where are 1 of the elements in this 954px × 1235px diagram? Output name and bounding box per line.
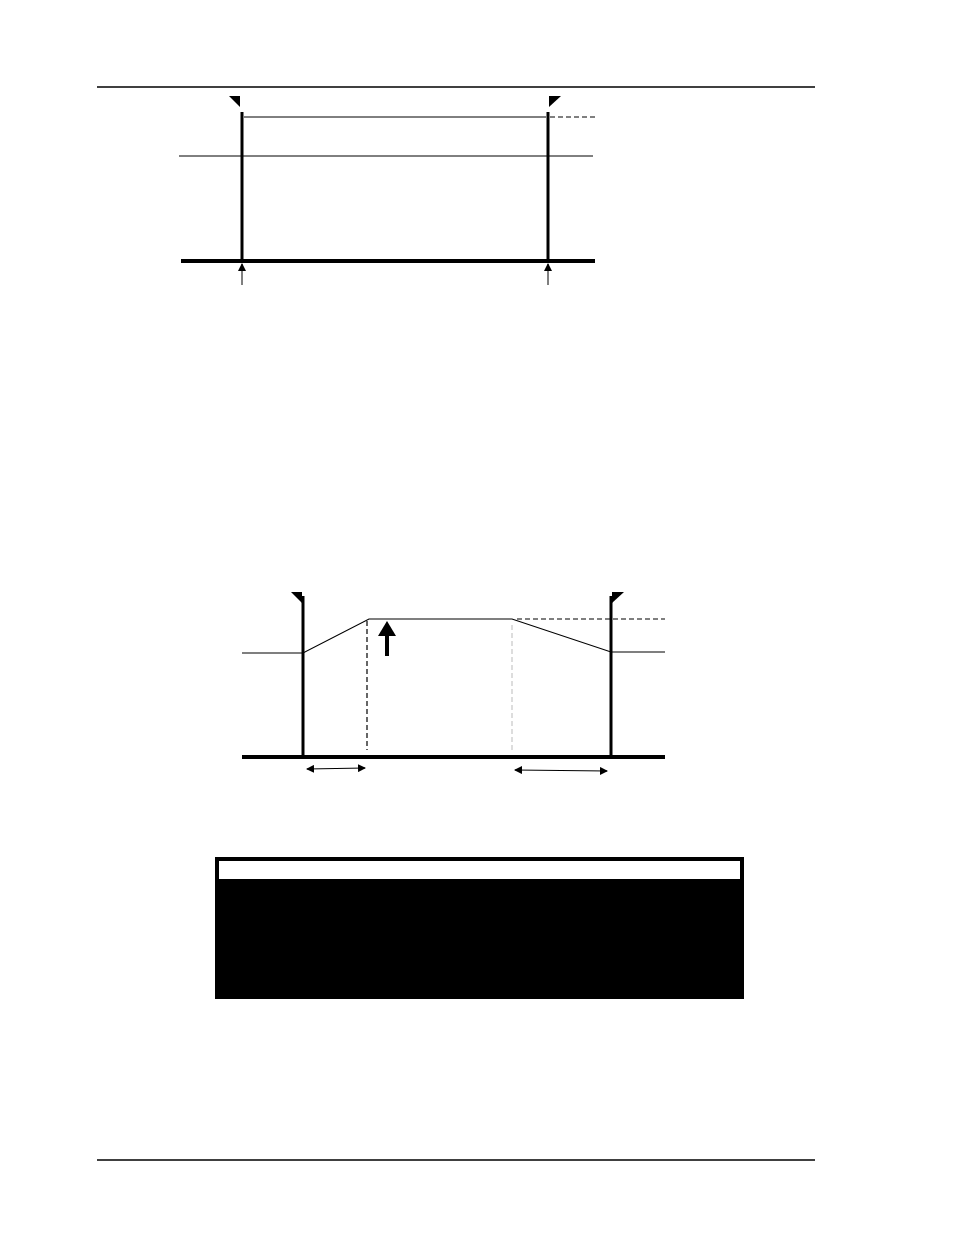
display-panel: [215, 857, 744, 999]
